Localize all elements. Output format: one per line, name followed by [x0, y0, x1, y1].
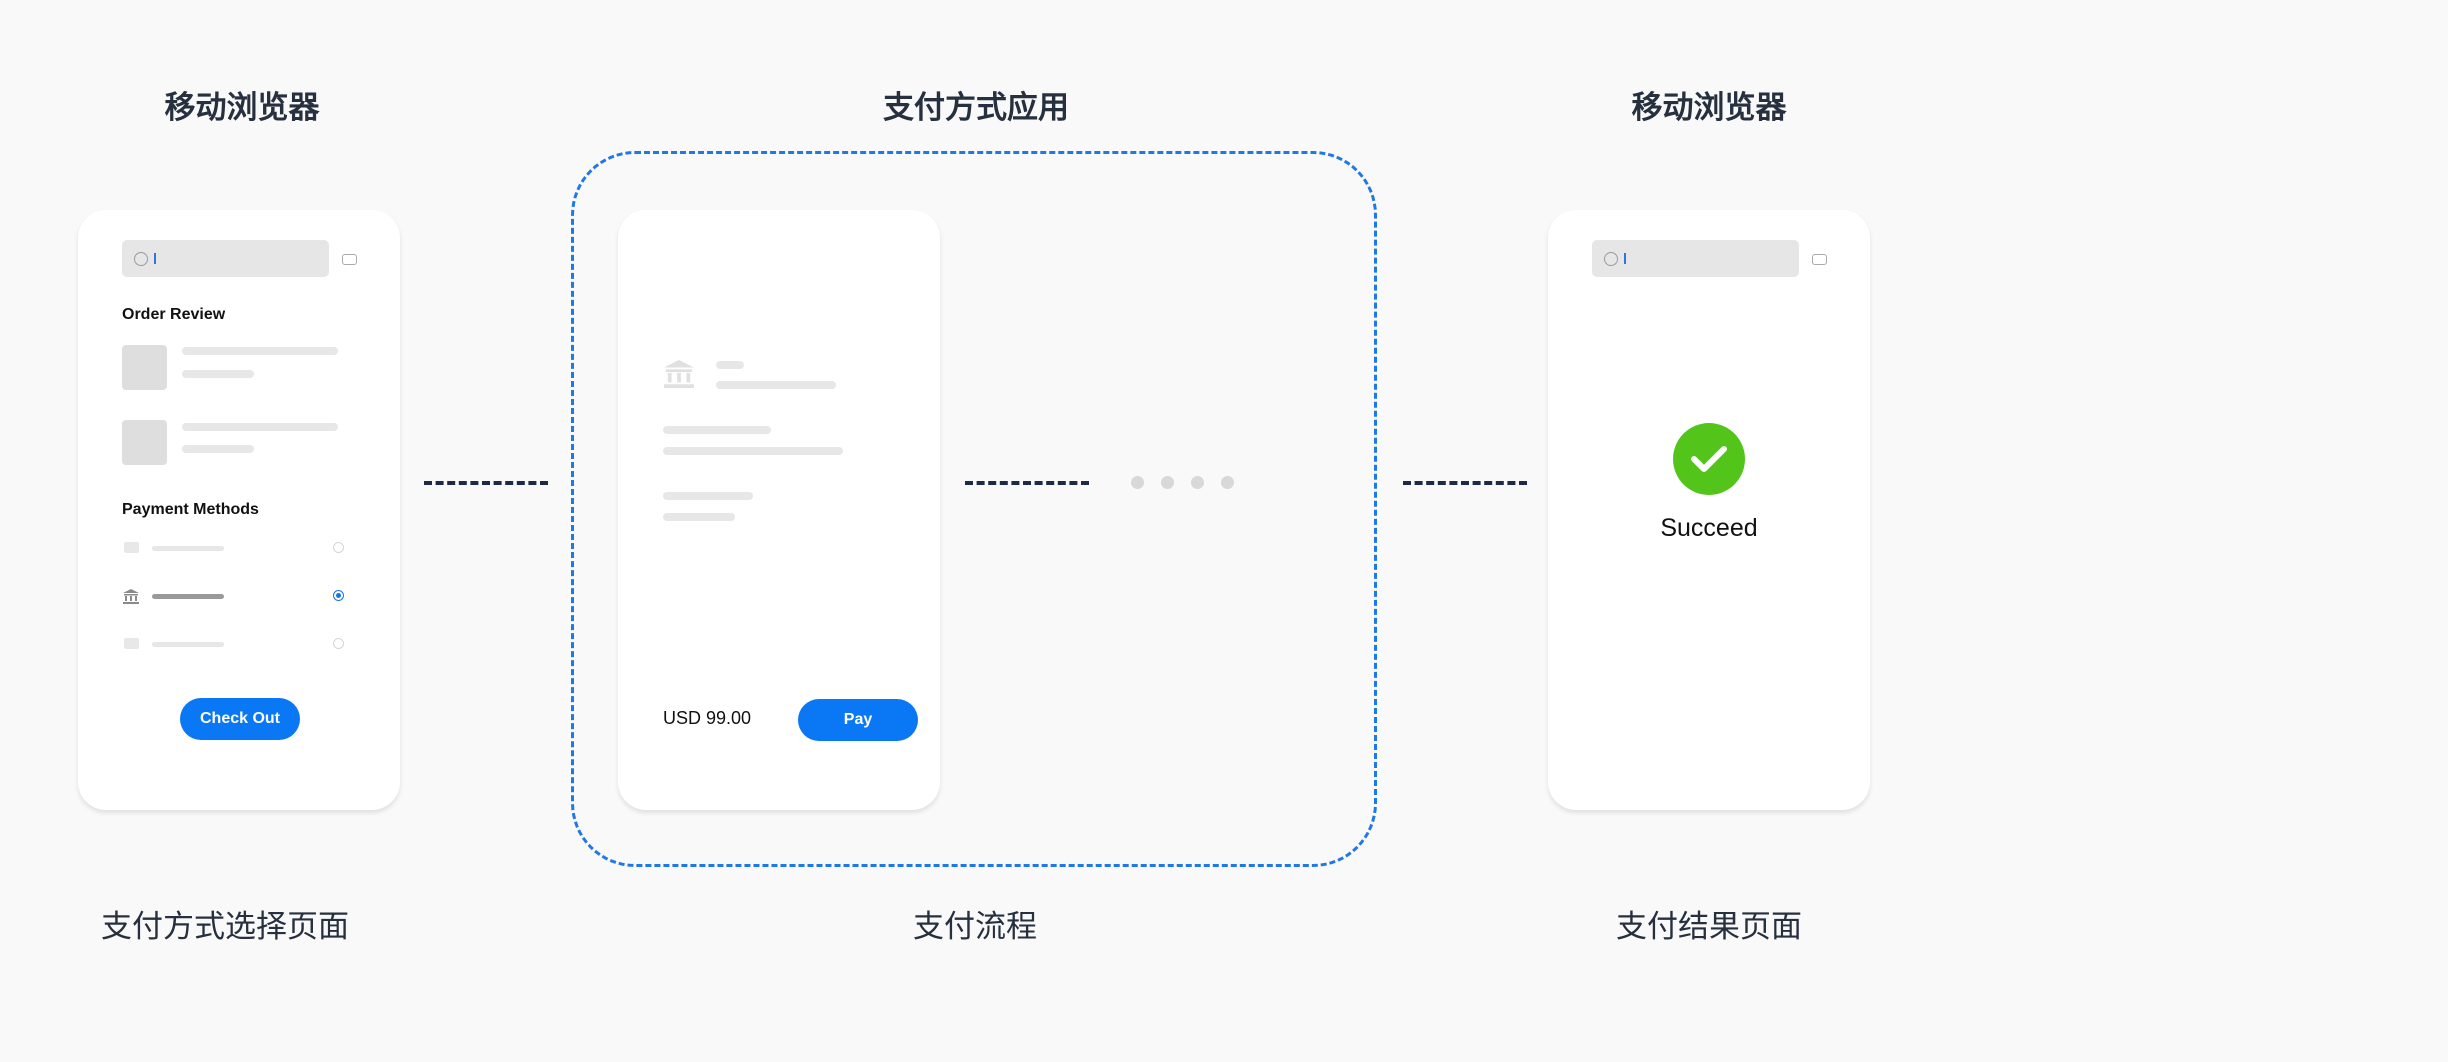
payment-app-phone: USD 99.00 Pay	[618, 210, 940, 810]
pay-button[interactable]: Pay	[798, 699, 918, 741]
order-item-thumbnail	[122, 345, 167, 390]
stage-title-payment-app: 支付方式应用	[883, 90, 1069, 126]
order-item-detail-placeholder	[182, 445, 254, 453]
order-item-detail-placeholder	[182, 370, 254, 378]
card-icon	[124, 638, 139, 649]
payment-app-frame	[571, 151, 1377, 867]
stage-caption-selection: 支付方式选择页面	[101, 909, 349, 945]
camera-icon[interactable]	[1812, 254, 1827, 265]
info-line-placeholder	[663, 447, 843, 455]
order-item-title-placeholder	[182, 347, 338, 355]
address-bar[interactable]	[1592, 240, 1799, 277]
text-cursor	[154, 253, 156, 264]
order-review-title: Order Review	[122, 306, 226, 323]
payment-amount: USD 99.00	[663, 708, 752, 728]
check-out-button[interactable]: Check Out	[180, 698, 300, 740]
merchant-name-placeholder	[716, 361, 744, 369]
stage-caption-payment-flow: 支付流程	[913, 909, 1037, 945]
globe-icon	[1604, 252, 1618, 266]
payment-method-label-placeholder	[152, 546, 224, 551]
stage-title-browser-left: 移动浏览器	[164, 90, 320, 126]
payment-method-radio[interactable]	[333, 638, 344, 649]
progress-dot	[1131, 476, 1144, 489]
info-line-placeholder	[663, 492, 753, 500]
bank-icon	[123, 589, 139, 604]
camera-icon[interactable]	[342, 254, 357, 265]
payment-methods-title: Payment Methods	[122, 501, 259, 518]
flow-connector	[424, 481, 548, 485]
result-phone: Succeed	[1548, 210, 1870, 810]
text-cursor	[1624, 253, 1626, 264]
stage-title-browser-right: 移动浏览器	[1631, 90, 1787, 126]
order-item-thumbnail	[122, 420, 167, 465]
card-icon	[124, 542, 139, 553]
info-line-placeholder	[663, 513, 735, 521]
globe-icon	[134, 252, 148, 266]
stage-caption-result: 支付结果页面	[1616, 909, 1802, 945]
progress-dot	[1221, 476, 1234, 489]
merchant-detail-placeholder	[716, 381, 836, 389]
bank-icon	[664, 360, 694, 388]
payment-method-radio-selected[interactable]	[333, 590, 344, 601]
progress-dot	[1191, 476, 1204, 489]
payment-method-label-placeholder	[152, 642, 224, 647]
progress-dot	[1161, 476, 1174, 489]
info-line-placeholder	[663, 426, 771, 434]
check-icon	[1691, 446, 1727, 472]
flow-connector	[965, 481, 1089, 485]
payment-status-text: Succeed	[1660, 514, 1758, 542]
payment-method-radio[interactable]	[333, 542, 344, 553]
order-item-title-placeholder	[182, 423, 338, 431]
address-bar[interactable]	[122, 240, 329, 277]
flow-connector	[1403, 481, 1527, 485]
payment-method-label-selected	[152, 594, 224, 599]
checkout-phone: Order Review Payment Methods Check Out	[78, 210, 400, 810]
success-check-icon	[1673, 423, 1745, 495]
